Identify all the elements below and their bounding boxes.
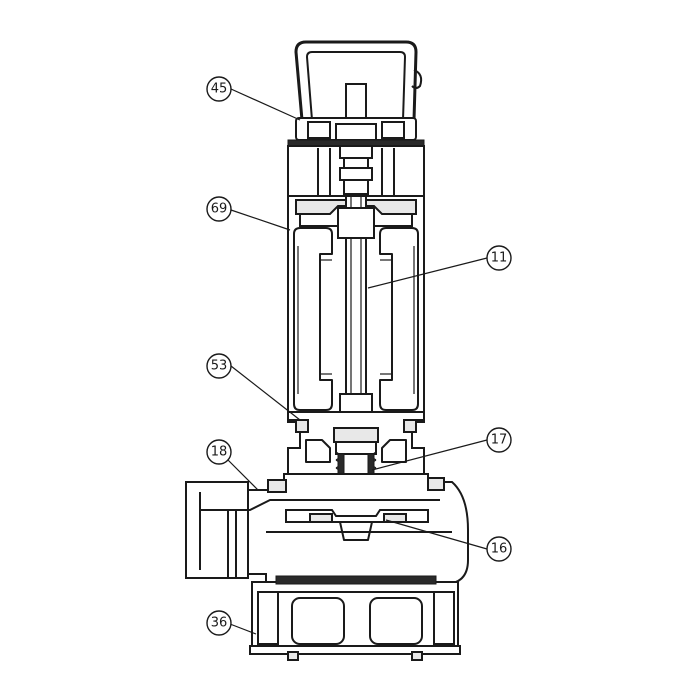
seal-chamber <box>287 411 425 489</box>
svg-text:17: 17 <box>491 433 508 448</box>
svg-text:18: 18 <box>211 445 228 460</box>
callout-45: 45 <box>206 76 232 102</box>
svg-text:45: 45 <box>211 82 228 97</box>
callout-16: 16 <box>486 536 512 562</box>
svg-text:16: 16 <box>491 542 508 557</box>
svg-text:36: 36 <box>211 616 228 631</box>
callout-18: 18 <box>206 439 232 465</box>
lifting-handle <box>294 40 423 121</box>
callout-53: 53 <box>206 353 232 379</box>
volute-casing <box>185 473 469 585</box>
top-cap <box>287 117 425 149</box>
leader-lines <box>227 88 488 635</box>
callout-17: 17 <box>486 427 512 453</box>
svg-text:11: 11 <box>491 251 508 266</box>
callout-11: 11 <box>486 245 512 271</box>
callout-69: 69 <box>206 196 232 222</box>
callout-36: 36 <box>206 610 232 636</box>
svg-text:69: 69 <box>211 202 228 217</box>
svg-text:53: 53 <box>211 359 228 374</box>
base-stand <box>249 575 461 661</box>
